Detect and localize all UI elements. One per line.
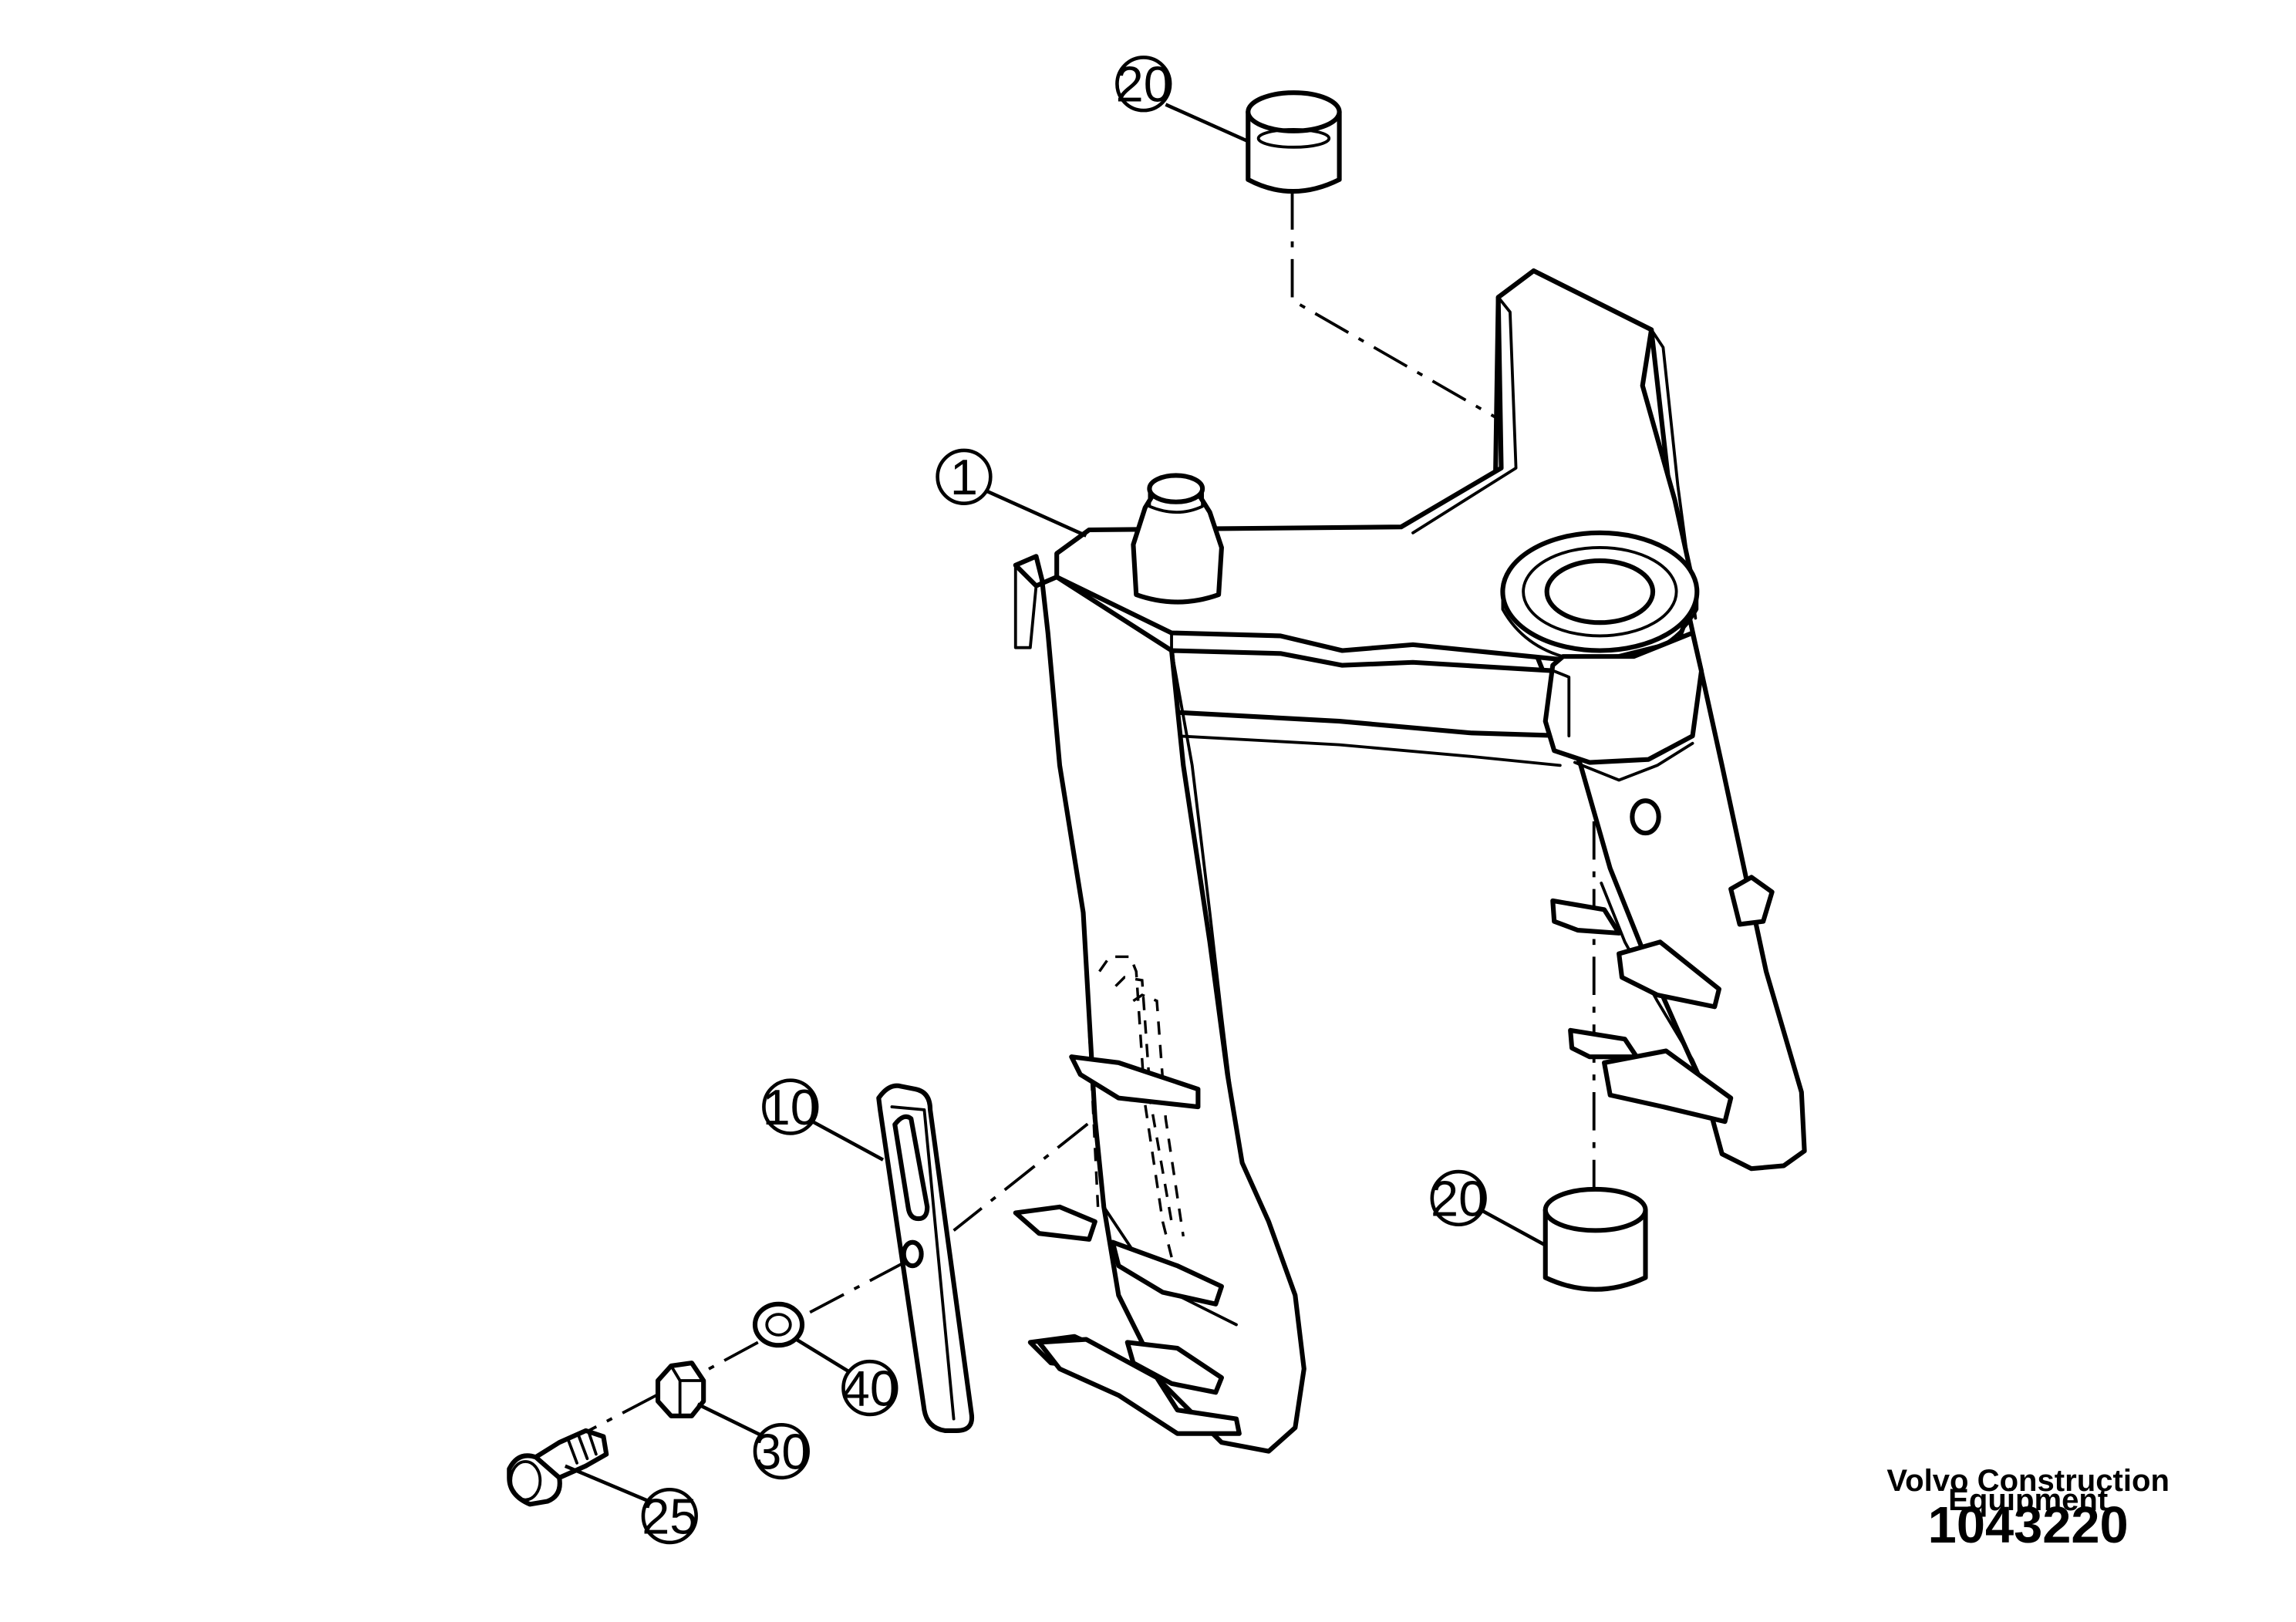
callout-label: 30 xyxy=(754,1424,809,1480)
drawing-number: 1043220 xyxy=(1928,1497,2129,1554)
washer xyxy=(752,1301,805,1348)
callout-20-bottom: 20 xyxy=(1430,1169,1487,1226)
shoulder-bolt xyxy=(507,1428,609,1507)
callout-20-top: 20 xyxy=(1115,56,1172,113)
leader-lines xyxy=(564,103,1546,1503)
adjustment-bar xyxy=(876,1083,975,1433)
pedal-frame xyxy=(1013,268,1807,1454)
callout-label: 40 xyxy=(842,1360,898,1416)
callout-label: 20 xyxy=(1116,56,1172,113)
callout-40: 40 xyxy=(841,1359,899,1416)
brand-line-2: Equipment xyxy=(1948,1483,2108,1517)
callout-30: 30 xyxy=(753,1422,810,1480)
callout-label: 25 xyxy=(642,1488,697,1544)
title-block: Volvo Construction Equipment 1043220 xyxy=(1886,1464,2169,1554)
callout-10: 10 xyxy=(762,1078,819,1135)
bushing-bottom xyxy=(1542,1186,1648,1292)
callout-label: 1 xyxy=(950,449,978,505)
bushing-top xyxy=(1246,90,1342,194)
hex-nut xyxy=(655,1361,706,1418)
callout-25: 25 xyxy=(641,1487,698,1544)
callout-1: 1 xyxy=(936,448,993,505)
brand-line-1: Volvo Construction xyxy=(1886,1464,2169,1498)
callout-label: 10 xyxy=(763,1079,818,1135)
callout-label: 20 xyxy=(1431,1170,1486,1226)
